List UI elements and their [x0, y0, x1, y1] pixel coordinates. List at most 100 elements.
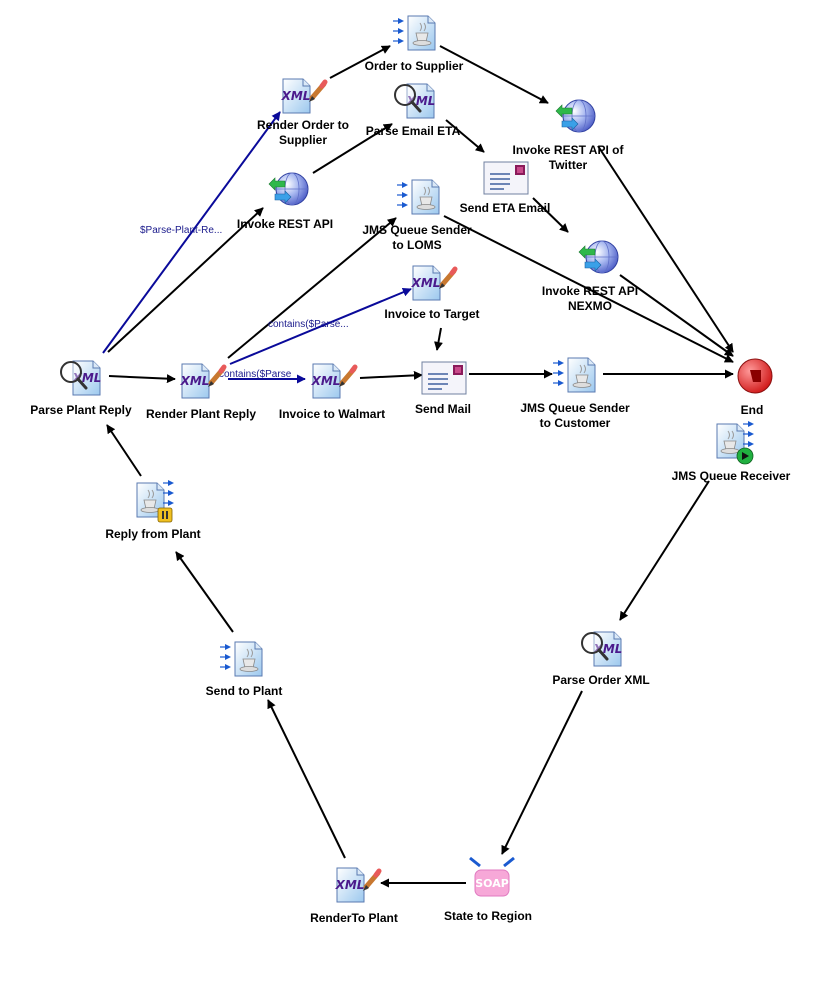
- node-invoke-rest[interactable]: Invoke REST API: [237, 172, 333, 231]
- node-render-plant-reply[interactable]: XML Render Plant Reply: [146, 363, 256, 421]
- node-label: Reply from Plant: [105, 527, 200, 541]
- edge-reply-from-plant-to-parse-plant-reply[interactable]: [106, 424, 142, 477]
- node-label: Parse Email ETA: [366, 124, 461, 138]
- edge-parse-plant-reply-to-invoke-rest[interactable]: [107, 207, 264, 353]
- edge-jms-loms-to-end[interactable]: [443, 215, 734, 363]
- transition-line[interactable]: [434, 327, 443, 351]
- transition-line[interactable]: [102, 111, 281, 354]
- edge-render-plant-reply-to-jms-loms[interactable]: [227, 217, 397, 359]
- rest-globe-icon: [578, 240, 619, 274]
- edge-invoke-rest-to-parse-email-eta[interactable]: [312, 123, 393, 174]
- node-order-supplier[interactable]: Order to Supplier: [365, 15, 464, 73]
- node-reply-from-plant[interactable]: Reply from Plant: [105, 480, 201, 541]
- edge-parse-plant-reply-to-render-plant-reply[interactable]: [108, 374, 176, 384]
- node-send-to-plant[interactable]: Send to Plant: [206, 641, 283, 698]
- node-label: End: [741, 403, 764, 417]
- transition-line[interactable]: [445, 119, 485, 153]
- transition-line[interactable]: [106, 424, 142, 477]
- transition-line[interactable]: [267, 699, 346, 859]
- node-label: JMS Queue Sender: [520, 401, 630, 415]
- transition-line[interactable]: [619, 274, 734, 357]
- jms-sender-icon: [220, 641, 263, 677]
- transition-line[interactable]: [619, 480, 710, 621]
- mail-icon: [421, 361, 467, 395]
- edge-render-plant-reply-to-invoice-walmart[interactable]: contains($Parse: [219, 369, 306, 384]
- transition-line[interactable]: [227, 217, 397, 359]
- edge-invoice-walmart-to-send-mail[interactable]: [359, 370, 423, 380]
- rest-globe-icon: [555, 99, 596, 133]
- edge-send-to-plant-to-reply-from-plant[interactable]: [175, 551, 234, 633]
- node-label: Render Plant Reply: [146, 407, 256, 421]
- node-label: Invoke REST API of: [513, 143, 625, 157]
- xml-glyph: XML: [411, 276, 441, 290]
- node-state-to-region[interactable]: SOAP State to Region: [444, 856, 532, 923]
- node-label: to Customer: [540, 416, 611, 430]
- node-label: to LOMS: [392, 238, 441, 252]
- edge-parse-order-xml-to-state-to-region[interactable]: [501, 690, 583, 855]
- edge-render-to-plant-to-send-to-plant[interactable]: [267, 699, 346, 859]
- edge-invoice-target-to-send-mail[interactable]: [434, 327, 443, 351]
- xml-parse-icon: XML: [581, 631, 622, 667]
- node-send-eta-email[interactable]: Send ETA Email: [460, 161, 551, 215]
- node-label: Invoice to Walmart: [279, 407, 385, 421]
- edge-invoke-twitter-to-end[interactable]: [597, 145, 734, 353]
- transition-line[interactable]: [597, 145, 734, 353]
- node-label: Twitter: [549, 158, 588, 172]
- node-send-mail[interactable]: Send Mail: [415, 361, 471, 416]
- transition-line[interactable]: [439, 45, 549, 104]
- node-label: Supplier: [279, 133, 327, 147]
- edge-send-eta-email-to-invoke-nexmo[interactable]: [532, 197, 569, 233]
- edge-jms-receiver-to-parse-order-xml[interactable]: [619, 480, 710, 621]
- node-label: Render Order to: [257, 118, 349, 132]
- edge-order-supplier-to-invoke-twitter[interactable]: [439, 45, 549, 104]
- xml-glyph: XML: [180, 374, 210, 388]
- transition-line[interactable]: [532, 197, 569, 233]
- node-label: Invoke REST API: [237, 217, 333, 231]
- xml-render-icon: XML: [180, 363, 227, 399]
- node-label: State to Region: [444, 909, 532, 923]
- transition-line[interactable]: [443, 215, 734, 363]
- jms-sender-icon: [393, 15, 436, 51]
- rest-globe-icon: [268, 172, 309, 206]
- transition-line[interactable]: [175, 551, 234, 633]
- jms-wait-icon: [136, 480, 174, 523]
- jms-receiver-icon: [716, 421, 754, 465]
- node-end[interactable]: End: [737, 358, 773, 417]
- node-jms-receiver[interactable]: JMS Queue Receiver: [672, 421, 791, 483]
- node-label: Send Mail: [415, 402, 471, 416]
- mail-icon: [483, 161, 529, 195]
- edge-parse-plant-reply-to-render-order-supplier[interactable]: $Parse-Plant-Re...: [102, 111, 281, 354]
- transition-line[interactable]: [108, 374, 176, 384]
- transition-line[interactable]: [329, 45, 391, 79]
- soap-glyph: SOAP: [475, 877, 509, 890]
- transition-line[interactable]: [107, 207, 264, 353]
- transition-line[interactable]: [312, 123, 393, 174]
- xml-render-icon: XML: [335, 867, 382, 903]
- node-label: Send ETA Email: [460, 201, 551, 215]
- jms-sender-icon: [553, 357, 596, 393]
- edge-render-plant-reply-to-invoice-target[interactable]: contains($Parse...: [229, 287, 412, 365]
- soap-icon: SOAP: [469, 856, 515, 897]
- node-label: Parse Plant Reply: [30, 403, 132, 417]
- transition-line[interactable]: [359, 370, 423, 380]
- transition-line[interactable]: [501, 690, 583, 855]
- edge-render-order-supplier-to-order-supplier[interactable]: [329, 45, 391, 79]
- edge-parse-email-eta-to-send-eta-email[interactable]: [445, 119, 485, 153]
- transition-line[interactable]: [229, 287, 412, 365]
- node-label: Order to Supplier: [365, 59, 464, 73]
- transition-condition-label: contains($Parse...: [268, 319, 349, 330]
- edge-invoke-nexmo-to-end[interactable]: [619, 274, 734, 357]
